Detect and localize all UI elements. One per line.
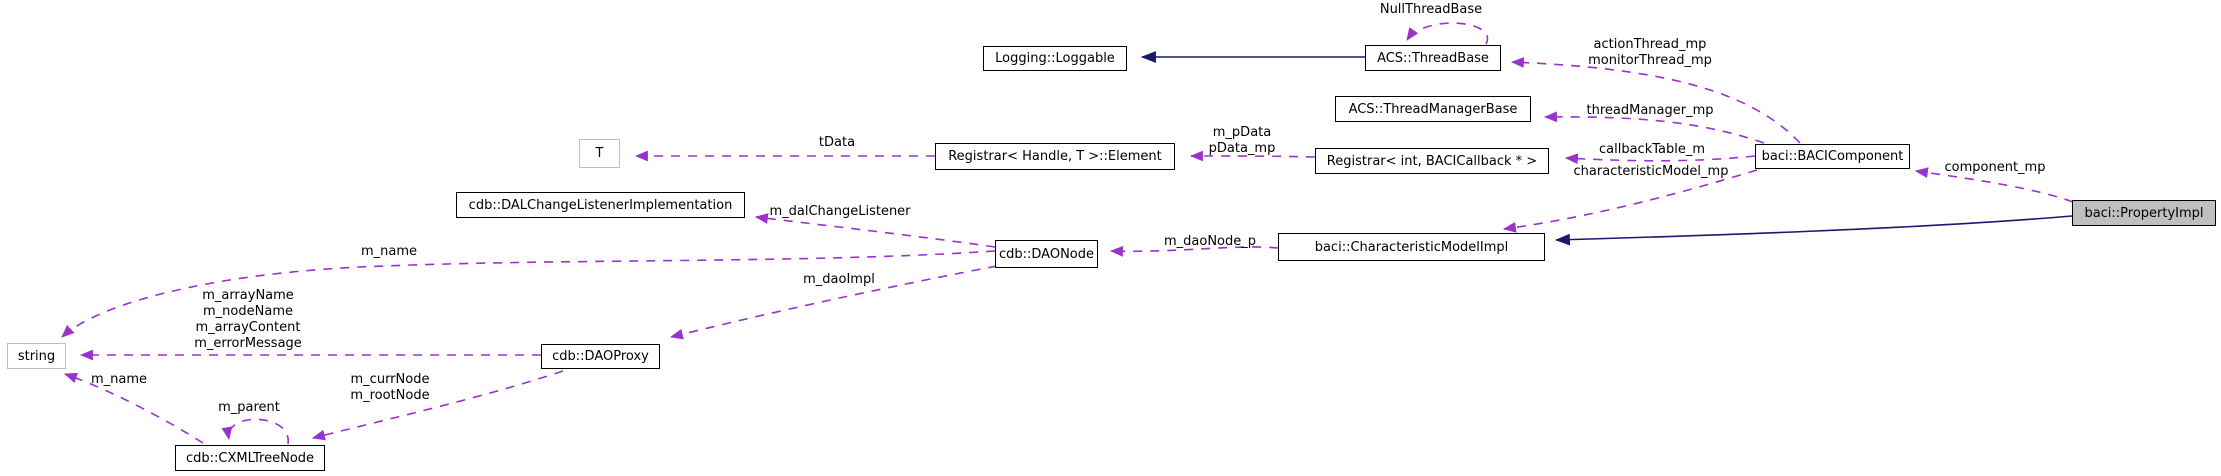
edge-m-parent-selfloop: [221, 418, 289, 445]
node-acs-threadmanagerbase[interactable]: ACS::ThreadManagerBase: [1335, 96, 1531, 122]
node-baci-characteristicmodelimpl[interactable]: baci::CharacteristicModelImpl: [1278, 233, 1545, 261]
edge-label-m-daonode-p: m_daoNode_p: [1164, 234, 1257, 249]
edge-label-component-mp: component_mp: [1944, 160, 2046, 175]
edge-nullthreadbase-selfloop: [1406, 22, 1489, 45]
edge-threadmanager-mp: [1543, 111, 1765, 144]
edge-label-callbacktable-m: callbackTable_m: [1598, 142, 1705, 157]
node-registrar-int-bacicallback[interactable]: Registrar< int, BACICallback * >: [1315, 148, 1549, 174]
node-baci-bacicomponent[interactable]: baci::BACIComponent: [1755, 144, 1910, 169]
node-cdb-dalchangelistenerimplementation[interactable]: cdb::DALChangeListenerImplementation: [456, 192, 745, 218]
edge-characteristicmodel-mp: [1502, 169, 1758, 233]
edge-label-characteristicmodel-mp: characteristicModel_mp: [1573, 164, 1729, 179]
edge-label-string-members: m_arrayName m_nodeName m_arrayContent m_…: [194, 288, 302, 351]
edge-label-m-name-treenode: m_name: [90, 372, 148, 387]
edge-callbacktable-m: [1564, 153, 1756, 165]
node-logging-loggable[interactable]: Logging::Loggable: [983, 46, 1127, 71]
edge-label-m-currnode-rootnode: m_currNode m_rootNode: [350, 372, 430, 403]
edge-m-pdata: [1189, 150, 1316, 162]
edge-label-m-dalchangelistener: m_dalChangeListener: [769, 204, 911, 219]
edge-m-currnode-rootnode: [311, 370, 564, 441]
edge-label-m-parent: m_parent: [218, 400, 280, 415]
node-baci-propertyimpl-current: baci::PropertyImpl: [2072, 200, 2216, 226]
node-cdb-daonode[interactable]: cdb::DAONode: [995, 240, 1098, 268]
edge-label-actionthread-monitorthread: actionThread_mp monitorThread_mp: [1588, 37, 1712, 68]
edge-m-name-daonode: [61, 250, 996, 338]
edge-label-nullthreadbase: NullThreadBase: [1379, 2, 1483, 17]
edge-propertyimpl-inherits-characteristicmodel: [1554, 215, 2073, 246]
node-template-param-t: T: [579, 139, 620, 168]
edge-m-daoimpl: [669, 265, 998, 340]
node-acs-threadbase[interactable]: ACS::ThreadBase: [1365, 45, 1501, 71]
node-cdb-daoproxy[interactable]: cdb::DAOProxy: [541, 344, 660, 369]
edge-component-mp: [1914, 167, 2074, 203]
edge-m-dalchangelistener: [754, 213, 996, 248]
edge-actionthread-monitorthread: [1510, 57, 1801, 144]
node-cdb-cxmltreenode[interactable]: cdb::CXMLTreeNode: [175, 445, 325, 471]
node-string: string: [7, 343, 66, 369]
node-registrar-handle-t-element[interactable]: Registrar< Handle, T >::Element: [935, 143, 1175, 170]
edge-m-daonode-p: [1109, 245, 1279, 257]
edge-m-name-treenode: [63, 372, 204, 444]
edge-label-threadmanager-mp: threadManager_mp: [1586, 103, 1714, 118]
edge-label-m-name-daonode: m_name: [360, 244, 418, 259]
edge-label-m-pdata: m_pData pData_mp: [1208, 125, 1276, 156]
edge-label-m-daoimpl: m_daoImpl: [803, 272, 875, 287]
edge-label-tdata: tData: [818, 135, 856, 150]
